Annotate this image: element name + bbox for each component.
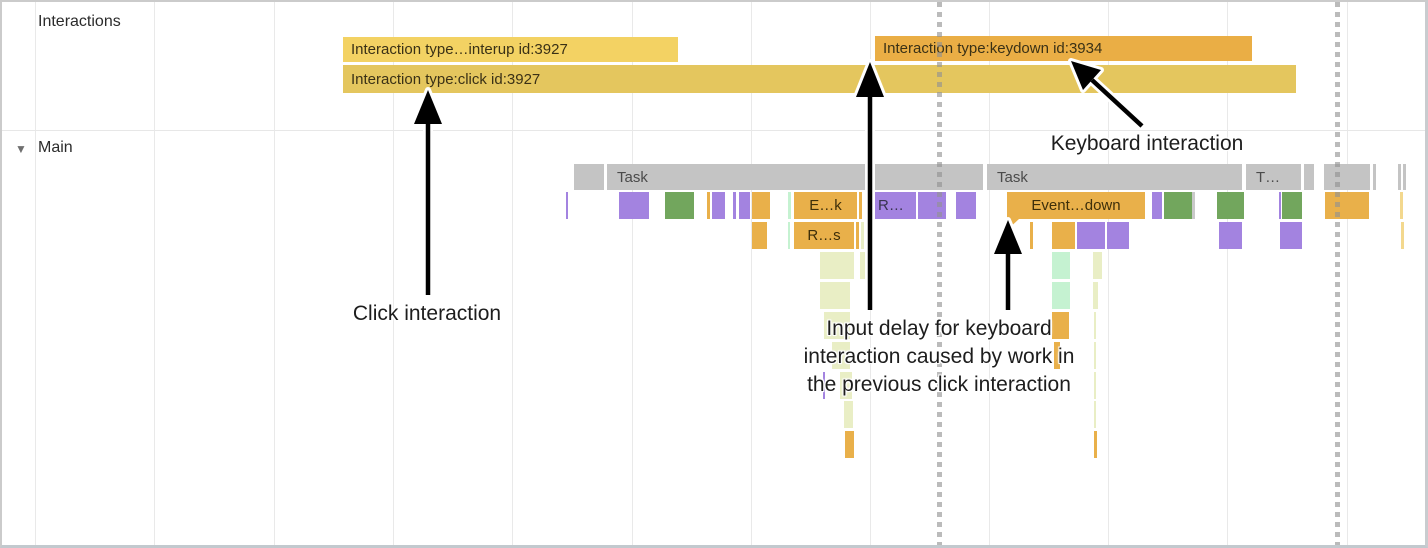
interaction-click[interactable]: Interaction type:click id:3927 (343, 65, 1296, 93)
flame-bar-notch (1007, 219, 1019, 230)
grid-line (154, 2, 155, 545)
flame-bar-fragment[interactable] (1107, 222, 1129, 249)
flame-bar-fragment[interactable] (844, 401, 853, 428)
task-bar-fragment[interactable] (1373, 164, 1376, 190)
flame-bar-fragment[interactable] (1152, 192, 1162, 219)
flame-bar-fragment[interactable] (788, 192, 791, 219)
keyboard-interaction-note: Keyboard interaction (1051, 130, 1244, 158)
main-track-collapse-icon[interactable]: ▼ (15, 142, 27, 156)
flame-bar-fragment[interactable] (1401, 222, 1404, 249)
flame-bar-fragment[interactable] (1400, 192, 1403, 219)
task-bar[interactable]: Task (987, 164, 1242, 190)
flame-bar-fragment[interactable] (1164, 192, 1192, 219)
interaction-keydown[interactable]: Interaction type:keydown id:3934 (875, 36, 1252, 61)
flame-bar[interactable]: R… (875, 192, 916, 219)
flame-bar-fragment[interactable] (1094, 431, 1097, 458)
flame-bar-fragment[interactable] (824, 312, 850, 339)
flame-bar-fragment[interactable] (859, 192, 862, 219)
grid-line (512, 2, 513, 545)
flame-bar-fragment[interactable] (566, 192, 568, 219)
dotted-guide-line (1335, 2, 1340, 545)
task-bar-fragment[interactable] (1304, 164, 1314, 190)
task-bar-fragment[interactable] (1324, 164, 1370, 190)
flame-bar-fragment[interactable] (820, 282, 850, 309)
flame-bar-fragment[interactable] (856, 222, 859, 249)
flame-bar-fragment[interactable] (860, 252, 865, 279)
flame-bar-fragment[interactable] (752, 222, 767, 249)
grid-line (1108, 2, 1109, 545)
click-interaction-note-line: Click interaction (352, 302, 502, 325)
flame-bar-fragment[interactable] (1093, 252, 1102, 279)
flame-bar-fragment[interactable] (832, 342, 850, 369)
flame-bar-fragment[interactable] (840, 372, 852, 399)
click-arrow-head-casing (411, 87, 445, 127)
flame-bar-fragment[interactable] (752, 192, 770, 219)
flame-bar-fragment[interactable] (665, 192, 694, 219)
flame-bar-fragment[interactable] (1052, 252, 1070, 279)
flame-bar-fragment[interactable] (1219, 222, 1242, 249)
flame-bar-fragment[interactable] (733, 192, 736, 219)
interactions-track-label: Interactions (38, 13, 121, 30)
flame-bar-fragment[interactable] (1192, 192, 1195, 219)
flame-bar-fragment[interactable] (861, 222, 864, 249)
task-bar[interactable]: T… (1246, 164, 1301, 190)
flame-bar-fragment[interactable] (1094, 342, 1096, 369)
grid-line (751, 2, 752, 545)
grid-line (632, 2, 633, 545)
grid-line (35, 2, 36, 545)
flame-bar-fragment[interactable] (845, 431, 854, 458)
click-interaction-note: Click interaction (353, 300, 501, 328)
task-bar[interactable]: Task (607, 164, 983, 190)
click-arrow-head (414, 90, 442, 124)
flame-bar-fragment[interactable] (1093, 282, 1098, 309)
flame-bar-fragment[interactable] (1094, 312, 1096, 339)
keyboard-interaction-note-line: Keyboard interaction (1050, 132, 1244, 155)
flame-bar-fragment[interactable] (1282, 192, 1302, 219)
grid-line (1347, 2, 1348, 545)
dotted-guide-line (937, 2, 942, 545)
flame-bar-fragment[interactable] (739, 192, 750, 219)
task-bar-fragment[interactable] (1398, 164, 1401, 190)
flame-bar-fragment[interactable] (1280, 222, 1302, 249)
flame-bar-fragment[interactable] (956, 192, 976, 219)
input-delay-note-line: interaction caused by work in (803, 345, 1075, 368)
flame-bar-fragment[interactable] (1054, 342, 1060, 369)
flame-bar-fragment[interactable] (1279, 192, 1281, 219)
flame-bar-fragment[interactable] (619, 192, 649, 219)
grid-line (274, 2, 275, 545)
interaction-pointerup[interactable]: Interaction type…interup id:3927 (343, 37, 678, 62)
flame-bar-fragment[interactable] (1077, 222, 1105, 249)
grid-line (1227, 2, 1228, 545)
flame-bar-fragment[interactable] (1052, 282, 1070, 309)
flame-bar-fragment[interactable] (1217, 192, 1244, 219)
flame-bar-fragment[interactable] (1030, 222, 1033, 249)
input-delay-note-line: the previous click interaction (807, 373, 1071, 396)
flame-bar-fragment[interactable] (823, 372, 825, 399)
input-delay-note-line: Input delay for keyboard (826, 317, 1052, 340)
input-delay-note: Input delay for keyboard interaction caus… (804, 315, 1075, 399)
grid-line (393, 2, 394, 545)
flame-bar-fragment[interactable] (788, 222, 790, 249)
flame-bar-fragment[interactable] (707, 192, 710, 219)
flame-bar[interactable]: Event…down (1007, 192, 1145, 219)
flame-bar[interactable]: E…k (794, 192, 857, 219)
flame-bar-fragment[interactable] (1094, 401, 1096, 428)
flame-bar-fragment[interactable] (1325, 192, 1369, 219)
flame-bar-fragment[interactable] (1052, 222, 1075, 249)
flame-bar-fragment[interactable] (1052, 312, 1069, 339)
flame-bar-fragment[interactable] (1094, 372, 1096, 399)
flame-bar-fragment[interactable] (712, 192, 725, 219)
task-bar-fragment[interactable] (1403, 164, 1406, 190)
flame-bar[interactable]: R…s (794, 222, 854, 249)
grid-line (989, 2, 990, 545)
main-track-label: Main (38, 139, 73, 156)
track-divider (2, 130, 1425, 131)
task-bar-fragment[interactable] (574, 164, 604, 190)
flame-bar-fragment[interactable] (820, 252, 854, 279)
